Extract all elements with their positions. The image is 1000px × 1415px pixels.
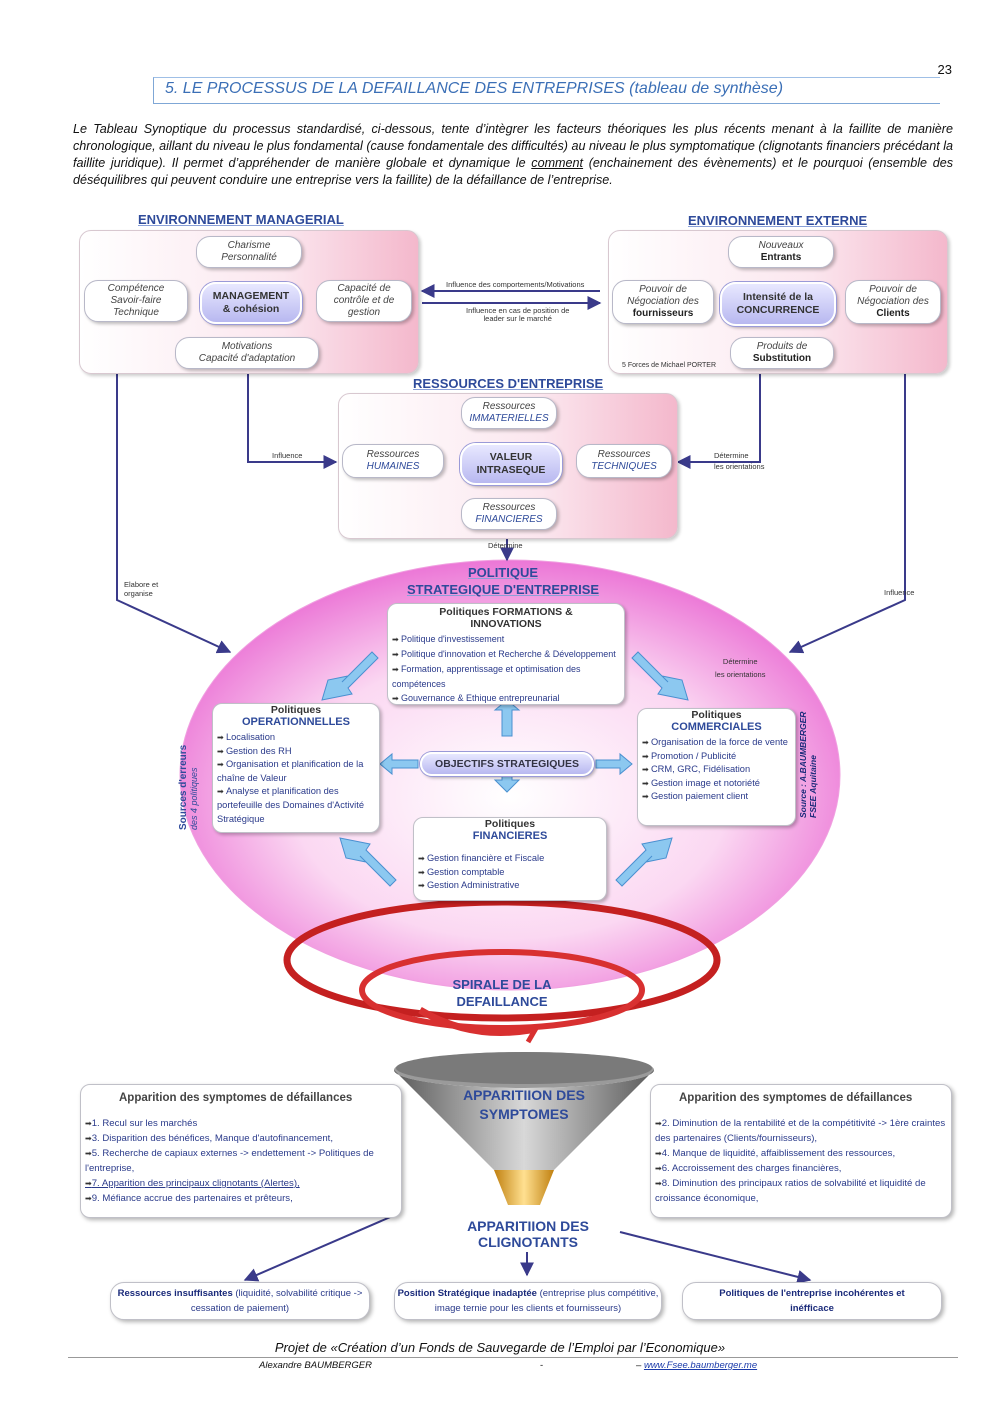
formations-box: Politiques FORMATIONS & INNOVATIONS Poli… [387,603,625,705]
list-item: Organisation de la force de vente [642,736,791,750]
managerial-heading: ENVIRONNEMENT MANAGERIAL [138,212,344,227]
symptomes-left-box: Apparition des symptomes de défaillances… [80,1084,402,1218]
concurrence-hub: Intensité de la CONCURRENCE [720,282,836,326]
list-item: 4. Manque de liquidité, affaiblissement … [655,1146,947,1161]
motivations-box: Motivations Capacité d'adaptation [175,337,319,369]
list-item: 6. Accroissement des charges financières… [655,1161,947,1176]
porter-note: 5 Forces de Michael PORTER [622,362,717,369]
funnel-symptomes-title: APPARITIION DES SYMPTOMES [463,1087,585,1122]
footer-link[interactable]: www.Fsee.baumberger.me [643,1360,758,1371]
section-title-frame [153,77,940,104]
footer-site: – www.Fsee.baumberger.me [636,1360,758,1371]
operationnelles-box: Politiques OPERATIONNELLES Localisation … [212,703,380,833]
formations-list: Politique d'investissement Politique d'i… [388,632,624,706]
list-item: Gestion paiement client [642,790,791,804]
bottom-box-ressources: Ressources insuffisantes (liquidité, sol… [110,1282,370,1320]
list-item: 2. Diminution de la rentabilité et de la… [655,1116,947,1146]
label-determine-orientations: Détermine les orientations [714,451,765,471]
footer-author: Alexandre BAUMBERGER [259,1360,372,1371]
list-item: Gestion Administrative [418,879,602,893]
list-item: 3. Disparition des bénéfices, Manque d'a… [85,1131,397,1146]
controle-box: Capacité de contrôle et de gestion [316,280,412,322]
list-item: 9. Méfiance accrue des partenaires et pr… [85,1191,397,1206]
list-item: Organisation et planification de la chaî… [217,758,375,785]
list-item: Gestion des RH [217,745,375,759]
intro-paragraph: Le Tableau Synoptique du processus stand… [73,122,953,187]
footer-dash: - [540,1360,544,1371]
list-item: Localisation [217,731,375,745]
page-number: 23 [937,62,952,77]
bottom-box-politiques: Politiques de l'entreprise incohérentes … [682,1282,942,1320]
list-item: 7. Apparition des principaux clignotants… [85,1176,397,1191]
list-item: Analyse et planification des portefeuill… [217,785,375,826]
commerciales-box: Politiques COMMERCIALES Organisation de … [637,708,796,826]
list-item: Gestion image et notoriété [642,777,791,791]
list-item: Politique d'investissement [392,632,620,647]
list-item: Promotion / Publicité [642,750,791,764]
label-elabore: Elabore et organise [124,580,159,598]
label-influence-right: Influence [884,588,915,597]
list-item: 8. Diminution des principaux ratios de s… [655,1176,947,1206]
list-item: Gouvernance & Ethique entrepreunarial [392,691,620,706]
competence-box: Compétence Savoir-faire Technique [84,280,188,322]
list-item: 5. Recherche de capiaux externes -> ende… [85,1146,397,1176]
clignotants-title: APPARITIION DES CLIGNOTANTS [467,1218,589,1250]
bottom-box-position: Position Stratégique inadaptée (entrepri… [394,1282,662,1320]
label-influence-comportements: Influence des comportements/Motivations [446,280,585,289]
symptomes-right-box: Apparition des symptomes de défaillances… [650,1084,952,1218]
footer-divider [68,1357,958,1358]
label-influence-position: Influence en cas de position de leader s… [466,306,570,323]
list-item: CRM, GRC, Fidélisation [642,763,791,777]
management-hub: MANAGEMENT & cohésion [200,282,302,324]
charisme-box: Charisme Personnalité [196,236,302,268]
externe-heading: ENVIRONNEMENT EXTERNE [688,213,868,228]
list-item: Formation, apprentissage et optimisation… [392,662,620,691]
source-label: Source : A.BAUMBERGER FSEE Aquitaine [798,711,818,818]
ressources-heading: RESSOURCES D'ENTREPRISE [413,376,604,391]
label-influence: Influence [272,451,303,460]
financieres-pol-box: Politiques FINANCIERES Gestion financièr… [413,817,607,901]
sources-erreurs-label: Sources d'erreurs des 4 politiques [178,744,199,830]
objectifs-hub: OBJECTIFS STRATEGIQUES [420,752,594,776]
label-determine-orientations-2: Détermine les orientations [715,657,766,679]
footer-project: Projet de «Création d’un Fonds de Sauveg… [274,1340,726,1355]
spirale-title: SPIRALE DE LA DEFAILLANCE [452,977,552,1009]
section-title: 5. LE PROCESSUS DE LA DEFAILLANCE DES EN… [165,80,784,97]
list-item: 1. Recul sur les marchés [85,1116,397,1131]
valeur-hub: VALEUR INTRASEQUE [460,443,562,485]
list-item: Gestion financière et Fiscale [418,852,602,866]
list-item: Gestion comptable [418,866,602,880]
label-determine: Détermine [488,541,523,550]
list-item: Politique d'innovation et Recherche & Dé… [392,647,620,662]
